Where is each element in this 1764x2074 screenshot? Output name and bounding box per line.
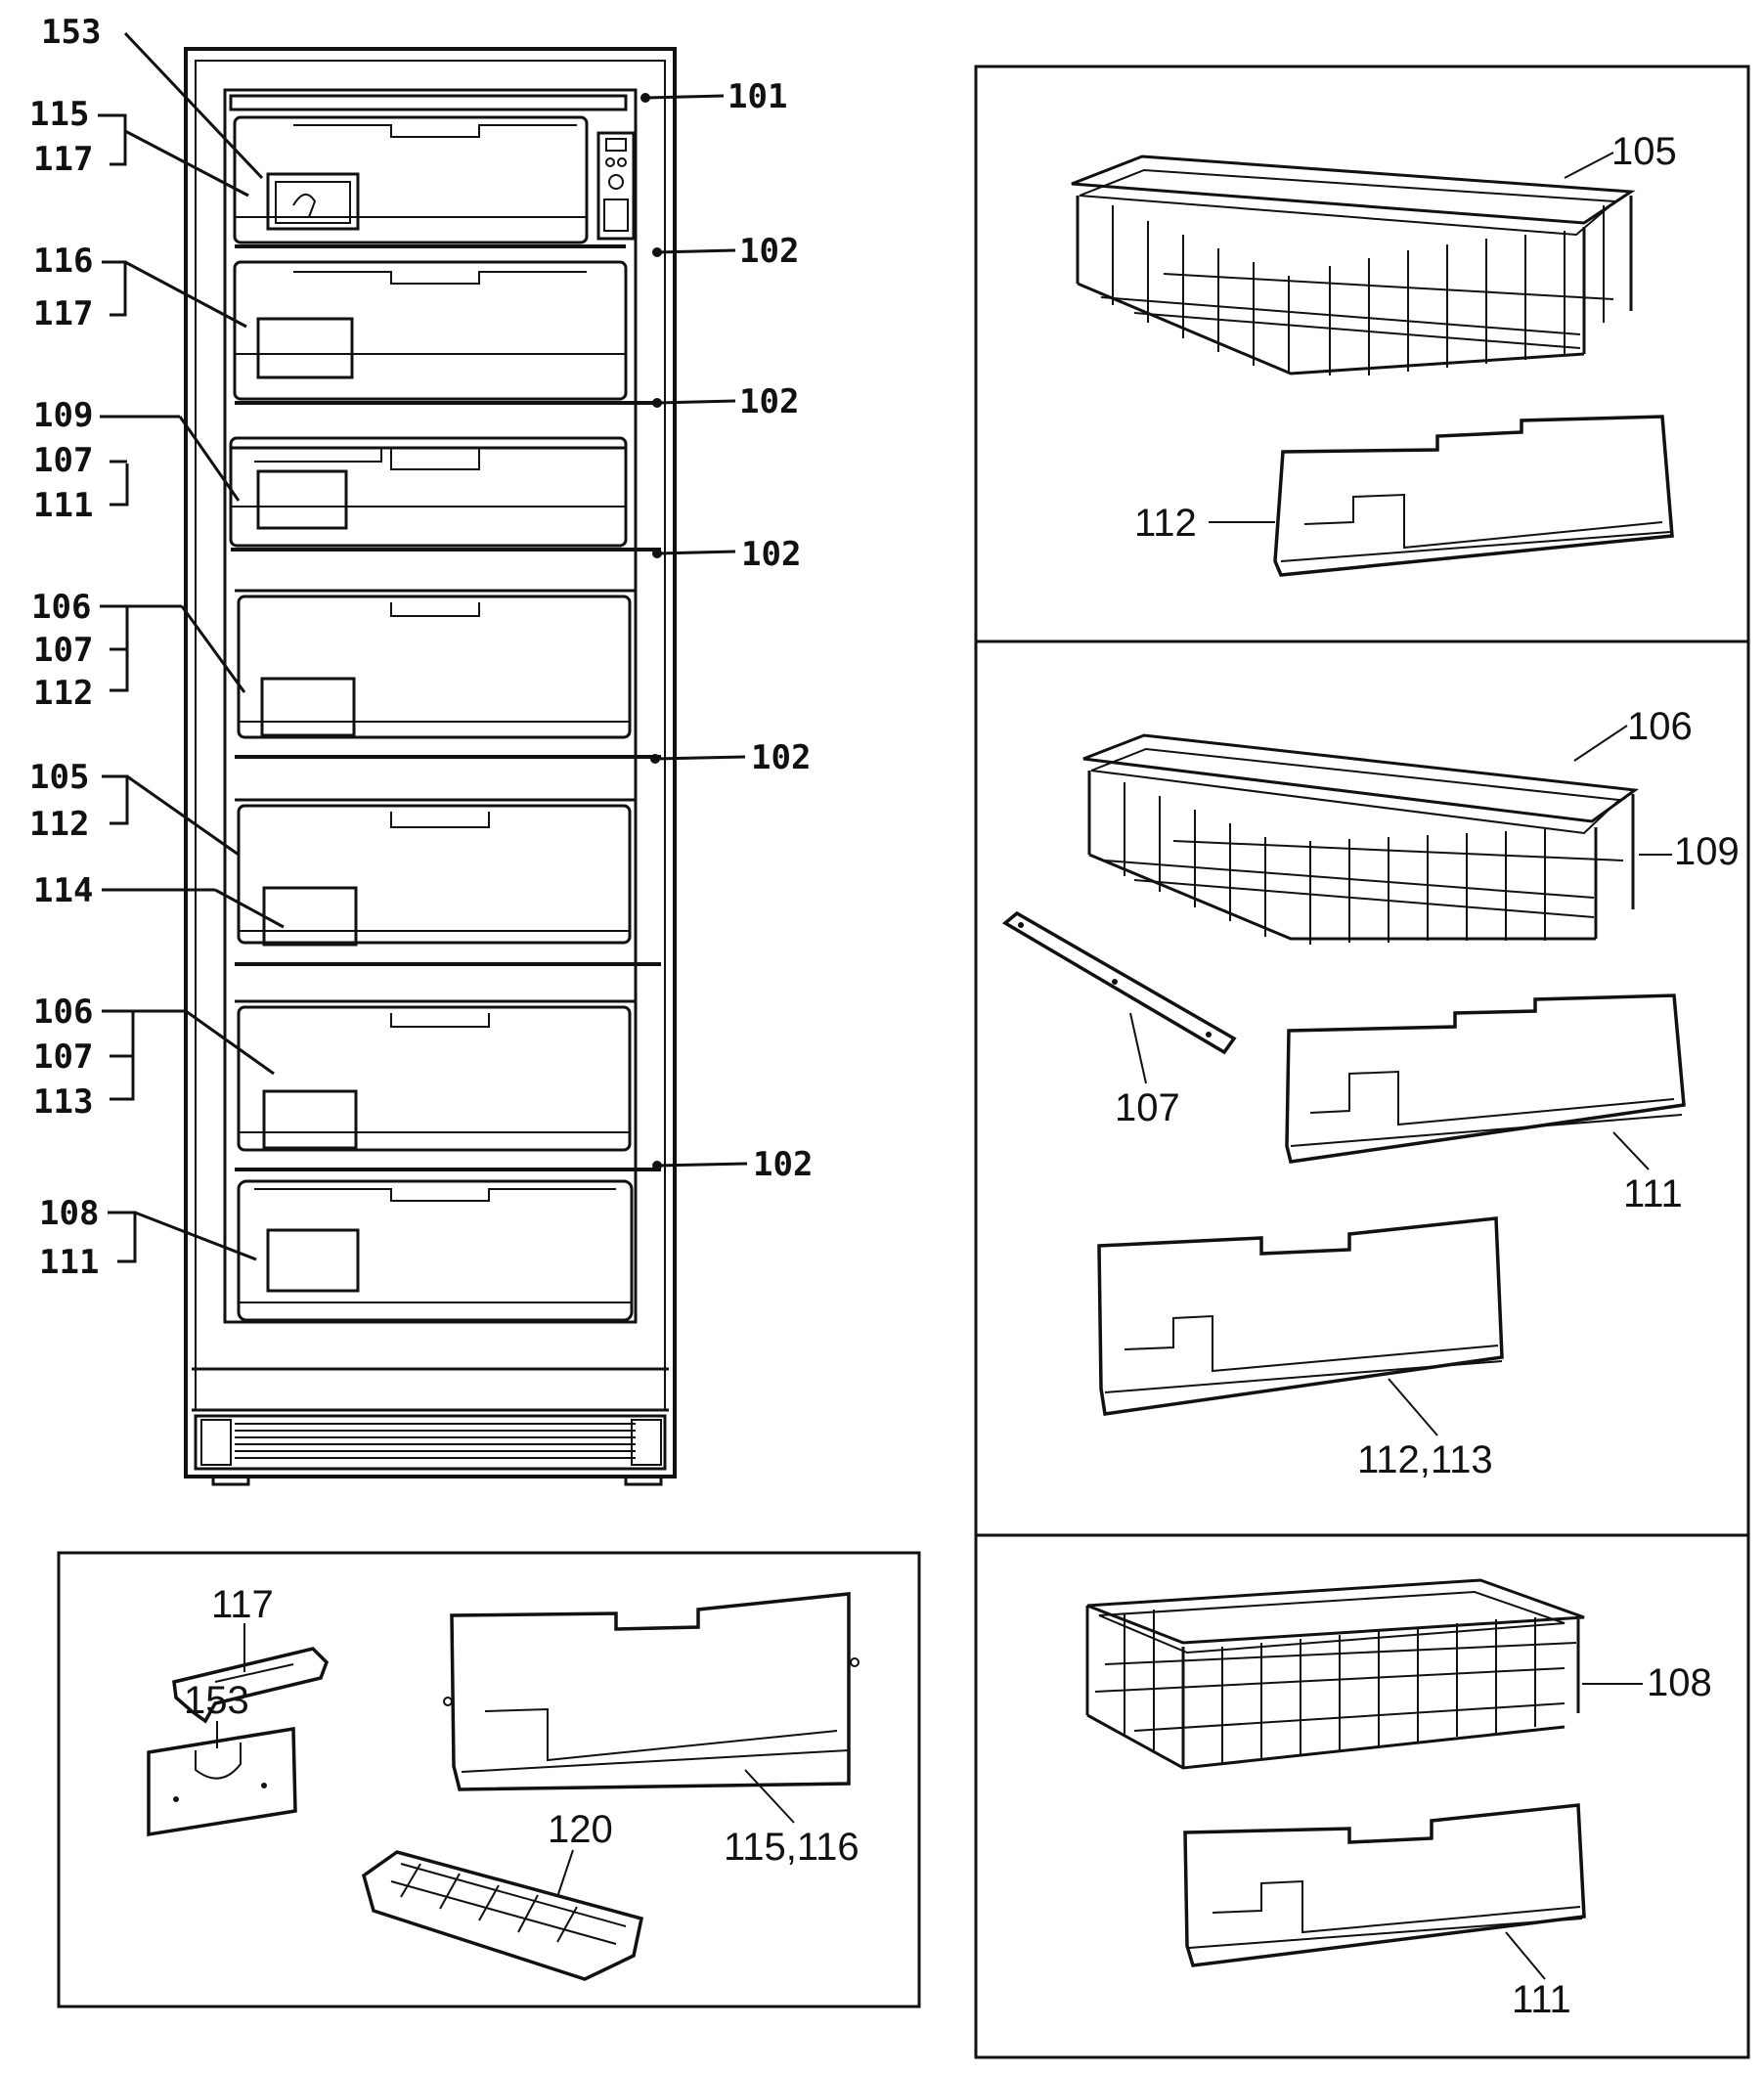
ice-tray-part: 120	[361, 1808, 644, 1981]
label-111-mid: 111	[1623, 1172, 1683, 1215]
callout-113: 113	[33, 1082, 93, 1122]
compartment-6	[235, 999, 661, 1171]
callout-107-2: 107	[33, 631, 93, 670]
label-108: 108	[1647, 1661, 1712, 1704]
callout-114: 114	[33, 871, 93, 910]
compartment-4	[235, 589, 661, 759]
label-115-116: 115,116	[724, 1826, 860, 1869]
kick-grille	[200, 1419, 662, 1466]
compartment-2	[233, 260, 661, 405]
drawer-front-115-116: 115,116	[443, 1592, 860, 1869]
callout-102-2: 102	[739, 382, 799, 421]
callout-111-2: 111	[39, 1243, 99, 1282]
freezer-labels: 153 115 117 101 116 117 102 102 109 107 …	[29, 13, 813, 1282]
panel-basket-108: 108 111	[1085, 1578, 1712, 2021]
compartment-top	[233, 115, 636, 248]
drawer-front-112: 112	[1134, 415, 1674, 577]
callout-102-1: 102	[739, 232, 799, 271]
label-117: 117	[211, 1583, 274, 1626]
drawer-front-111-bottom: 111	[1183, 1803, 1586, 2021]
callout-102-4: 102	[751, 738, 811, 777]
label-109: 109	[1674, 830, 1740, 873]
panel-basket-106-109: 106 109 107 111 112,113	[1001, 705, 1740, 1481]
accessories-panel: 117 153 120 115,116	[57, 1551, 921, 2008]
callout-101: 101	[728, 77, 787, 116]
wire-basket-106: 106 109	[1082, 705, 1740, 945]
callout-107-3: 107	[33, 1037, 93, 1077]
callout-153: 153	[41, 13, 101, 52]
label-111-bottom: 111	[1512, 1978, 1571, 2021]
callout-111-1: 111	[33, 486, 93, 525]
callout-108: 108	[39, 1194, 99, 1233]
callout-112-1: 112	[33, 674, 93, 713]
right-panel-frame	[974, 65, 1750, 2059]
panel-basket-105: 105 112	[1071, 130, 1677, 577]
compartment-7	[237, 1179, 634, 1322]
drawer-front-112-113: 112,113	[1097, 1216, 1504, 1481]
callout-106-2: 106	[33, 993, 93, 1032]
callout-102-3: 102	[741, 535, 801, 574]
callout-115: 115	[29, 95, 89, 134]
callout-107-1: 107	[33, 441, 93, 480]
callout-117-top: 117	[33, 140, 93, 179]
callout-105: 105	[29, 758, 89, 797]
label-106: 106	[1627, 705, 1693, 748]
label-112-113: 112,113	[1357, 1438, 1493, 1481]
compartment-3	[229, 436, 661, 552]
label-153: 153	[184, 1679, 249, 1722]
wire-basket-105: 105	[1071, 130, 1677, 375]
control-panel	[596, 131, 636, 241]
callout-106-1: 106	[31, 588, 91, 627]
freezer-cabinet	[184, 47, 677, 1486]
callout-102-5: 102	[753, 1145, 813, 1184]
label-120: 120	[548, 1808, 613, 1851]
freezer-leaders	[98, 31, 748, 1263]
callout-117-second: 117	[33, 294, 93, 333]
compartment-5	[235, 798, 661, 966]
callout-112-2: 112	[29, 805, 89, 844]
label-105: 105	[1611, 130, 1677, 173]
latch-part: 117	[172, 1583, 330, 1724]
drawer-front-111: 111	[1285, 993, 1686, 1215]
callout-116: 116	[33, 242, 93, 281]
mounting-plate-part: 153	[147, 1679, 297, 1837]
support-rail-107: 107	[1001, 910, 1237, 1129]
callout-109: 109	[33, 396, 93, 435]
wire-basket-108: 108	[1085, 1578, 1712, 1770]
label-107: 107	[1115, 1086, 1180, 1129]
label-112: 112	[1134, 502, 1197, 545]
